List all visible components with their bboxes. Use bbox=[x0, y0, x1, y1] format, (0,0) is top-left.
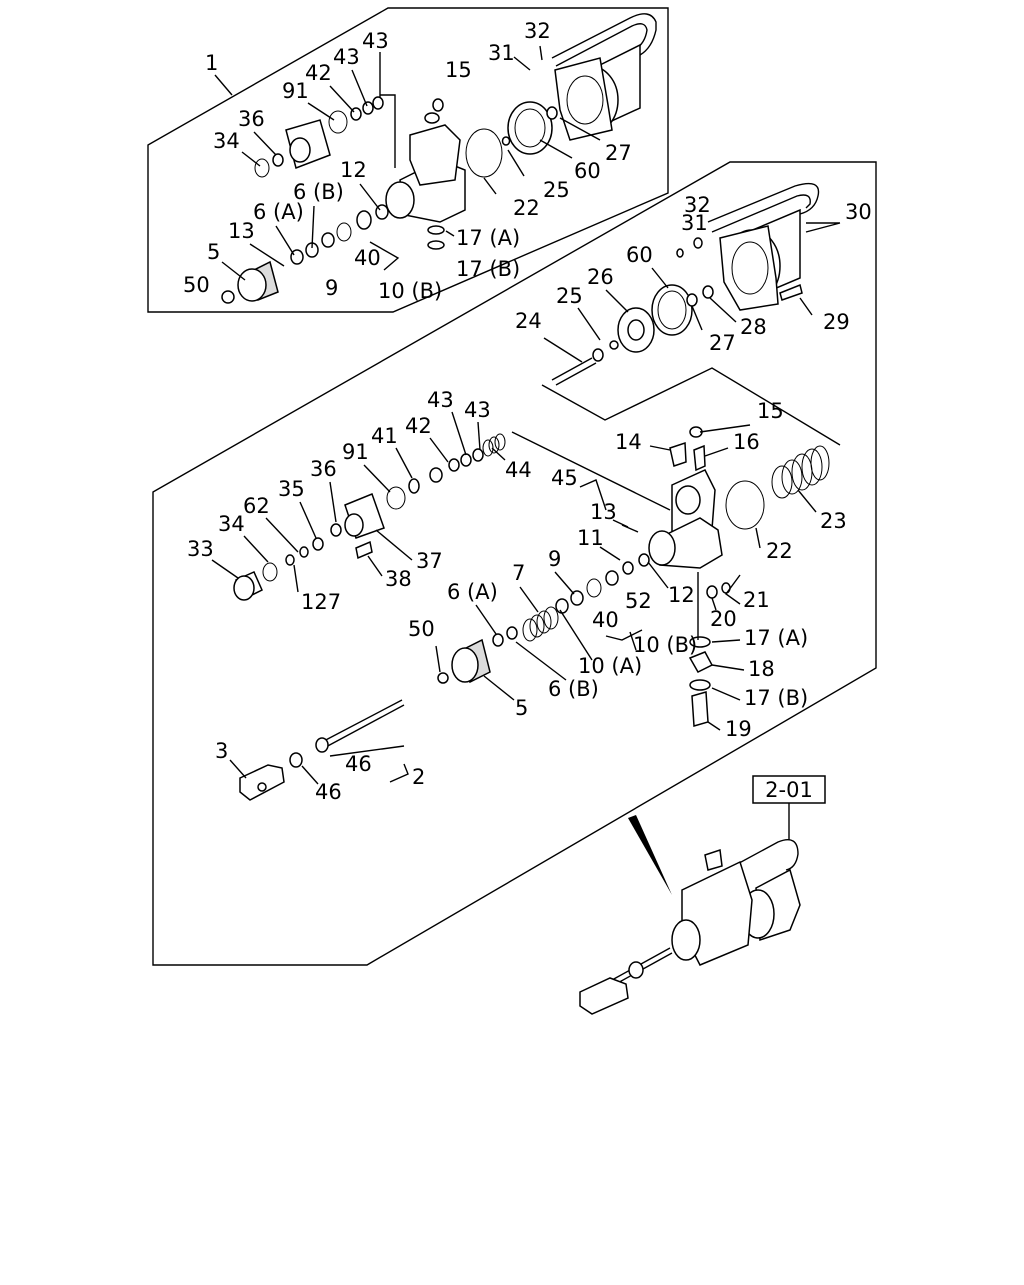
main-panel-frame bbox=[152, 161, 877, 966]
reference-label: 2-01 bbox=[765, 778, 813, 802]
callout-top-20[interactable]: 25 bbox=[543, 178, 570, 202]
callout-main-27[interactable]: 33 bbox=[187, 537, 214, 561]
reference-box[interactable]: 2-01 bbox=[752, 775, 826, 804]
callout-main-40[interactable]: 10 (B) bbox=[633, 633, 697, 657]
callout-main-43[interactable]: 10 (A) bbox=[578, 654, 642, 678]
callout-main-39[interactable]: 40 bbox=[592, 608, 619, 632]
callout-top-5[interactable]: 43 bbox=[333, 45, 360, 69]
callout-main-48[interactable]: 19 bbox=[725, 717, 752, 741]
callout-main-45[interactable]: 6 (B) bbox=[548, 677, 599, 701]
callout-top-1[interactable]: 36 bbox=[238, 107, 265, 131]
callout-top-18[interactable]: 10 (B) bbox=[378, 279, 442, 303]
callout-main-16[interactable]: 14 bbox=[615, 430, 642, 454]
callout-top-9[interactable]: 32 bbox=[524, 19, 551, 43]
callout-main-37[interactable]: 127 bbox=[301, 590, 341, 614]
callout-main-18[interactable]: 44 bbox=[505, 458, 532, 482]
callout-main-52[interactable]: 46 bbox=[315, 780, 342, 804]
callout-main-7[interactable]: 28 bbox=[740, 315, 767, 339]
callout-top-13[interactable]: 13 bbox=[228, 219, 255, 243]
callout-main-6[interactable]: 25 bbox=[556, 284, 583, 308]
callout-main-28[interactable]: 37 bbox=[416, 549, 443, 573]
callout-top-3[interactable]: 91 bbox=[282, 79, 309, 103]
callout-main-5[interactable]: 26 bbox=[587, 265, 614, 289]
callout-top-4[interactable]: 42 bbox=[305, 61, 332, 85]
assembled-valve-thumbnail bbox=[579, 839, 801, 1015]
callout-top-10[interactable]: 12 bbox=[340, 158, 367, 182]
callout-main-49[interactable]: 3 bbox=[215, 739, 228, 763]
callout-top-14[interactable]: 5 bbox=[207, 240, 220, 264]
callout-top-24[interactable]: 17 (B) bbox=[456, 257, 520, 281]
callout-main-32[interactable]: 38 bbox=[385, 567, 412, 591]
callout-main-2[interactable]: 32 bbox=[684, 193, 711, 217]
callout-main-11[interactable]: 43 bbox=[427, 388, 454, 412]
callout-main-35[interactable]: 20 bbox=[710, 607, 737, 631]
callout-top-22[interactable]: 27 bbox=[605, 141, 632, 165]
callout-main-46[interactable]: 17 (B) bbox=[744, 686, 808, 710]
callout-main-31[interactable]: 7 bbox=[512, 561, 525, 585]
leader-lines bbox=[211, 45, 841, 785]
callout-main-0[interactable]: 30 bbox=[845, 200, 872, 224]
callout-main-51[interactable]: 2 bbox=[412, 765, 425, 789]
callout-main-34[interactable]: 12 bbox=[668, 583, 695, 607]
callout-main-25[interactable]: 23 bbox=[820, 509, 847, 533]
callout-top-7[interactable]: 15 bbox=[445, 58, 472, 82]
callout-main-8[interactable]: 27 bbox=[709, 331, 736, 355]
callout-top-23[interactable]: 17 (A) bbox=[456, 226, 520, 250]
callout-main-19[interactable]: 45 bbox=[551, 466, 578, 490]
callout-main-50[interactable]: 46 bbox=[345, 752, 372, 776]
pointer-arrow bbox=[628, 815, 672, 895]
callout-top-15[interactable]: 50 bbox=[183, 273, 210, 297]
callout-top-21[interactable]: 60 bbox=[574, 159, 601, 183]
top-assembly bbox=[221, 13, 657, 304]
callout-main-4[interactable]: 60 bbox=[626, 243, 653, 267]
spring-23 bbox=[771, 445, 830, 499]
callout-main-3[interactable]: 29 bbox=[823, 310, 850, 334]
callout-main-21[interactable]: 35 bbox=[278, 477, 305, 501]
callout-top-16[interactable]: 9 bbox=[325, 276, 338, 300]
callout-main-38[interactable]: 6 (A) bbox=[447, 580, 498, 604]
callout-top-19[interactable]: 22 bbox=[513, 196, 540, 220]
callout-main-22[interactable]: 62 bbox=[243, 494, 270, 518]
main-assembly bbox=[233, 182, 841, 801]
callout-main-23[interactable]: 34 bbox=[218, 512, 245, 536]
callout-top-8[interactable]: 31 bbox=[488, 41, 515, 65]
callout-top-6[interactable]: 43 bbox=[362, 29, 389, 53]
top-panel-frame bbox=[147, 7, 669, 313]
callout-main-17[interactable]: 16 bbox=[733, 430, 760, 454]
callout-top-2[interactable]: 34 bbox=[213, 129, 240, 153]
callout-main-20[interactable]: 36 bbox=[310, 457, 337, 481]
callout-main-41[interactable]: 17 (A) bbox=[744, 626, 808, 650]
callout-top-12[interactable]: 6 (A) bbox=[253, 200, 304, 224]
callout-main-1[interactable]: 31 bbox=[681, 211, 708, 235]
callout-main-47[interactable]: 5 bbox=[515, 696, 528, 720]
callout-main-30[interactable]: 9 bbox=[548, 547, 561, 571]
callout-main-13[interactable]: 41 bbox=[371, 424, 398, 448]
callout-main-9[interactable]: 24 bbox=[515, 309, 542, 333]
callout-main-42[interactable]: 50 bbox=[408, 617, 435, 641]
callout-main-33[interactable]: 52 bbox=[625, 589, 652, 613]
callout-main-29[interactable]: 22 bbox=[766, 539, 793, 563]
callout-main-12[interactable]: 42 bbox=[405, 414, 432, 438]
callout-top-17[interactable]: 40 bbox=[354, 246, 381, 270]
callout-main-26[interactable]: 11 bbox=[577, 526, 604, 550]
callout-main-10[interactable]: 43 bbox=[464, 398, 491, 422]
callout-main-36[interactable]: 21 bbox=[743, 588, 770, 612]
callout-top-0[interactable]: 1 bbox=[205, 51, 218, 75]
spring-44 bbox=[482, 433, 506, 457]
callout-main-44[interactable]: 18 bbox=[748, 657, 775, 681]
callout-top-11[interactable]: 6 (B) bbox=[293, 180, 344, 204]
callout-main-15[interactable]: 15 bbox=[757, 399, 784, 423]
spring-7 bbox=[522, 606, 559, 642]
callout-main-14[interactable]: 91 bbox=[342, 440, 369, 464]
